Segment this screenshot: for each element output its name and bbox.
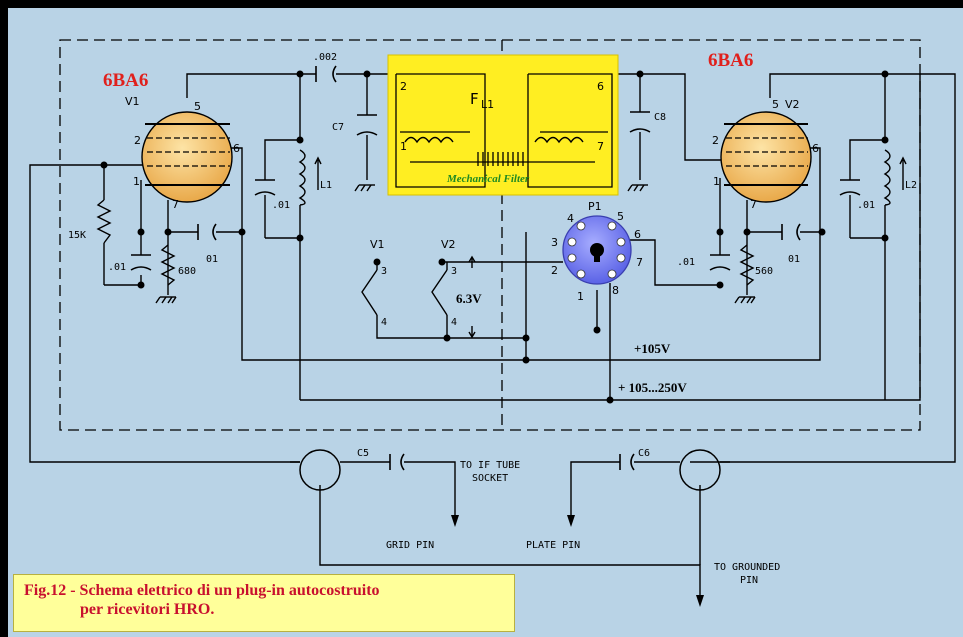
plug-pin-7: 7 <box>636 256 643 269</box>
v2-pin-6: 6 <box>812 142 819 155</box>
heater-v1-pin3: 3 <box>381 266 387 277</box>
note-pin: PIN <box>740 575 758 586</box>
cap-l2-label: .01 <box>857 200 875 211</box>
v1-pin-2: 2 <box>134 134 141 147</box>
ground-symbols <box>155 184 756 304</box>
res-680-label: 680 <box>178 266 196 277</box>
capacitor-symbols <box>130 65 861 471</box>
tube-v2-type: 6BA6 <box>708 50 753 71</box>
filter-pin-2: 2 <box>400 80 407 93</box>
v1-pin-6: 6 <box>233 142 240 155</box>
tube-v1-type: 6BA6 <box>103 70 148 91</box>
plug-pin-4: 4 <box>567 212 574 225</box>
filter-pin-1: 1 <box>400 140 407 153</box>
cap-l1-label: .01 <box>272 200 290 211</box>
coil-l1-label: L1 <box>320 180 332 191</box>
res-560-label: 560 <box>755 266 773 277</box>
cap-v2b-label: 01 <box>788 254 800 265</box>
v2-pin-5: 5 <box>772 98 779 111</box>
coil-symbols <box>298 149 907 206</box>
heater-v2-pin3: 3 <box>451 266 457 277</box>
heater-symbols <box>361 255 476 339</box>
filter-pin-6: 6 <box>597 80 604 93</box>
plug-pin-2: 2 <box>551 264 558 277</box>
tube-v2-ref: V2 <box>785 98 800 111</box>
junction-dots <box>100 70 889 404</box>
heater-v1-pin4: 4 <box>381 317 387 328</box>
resistor-symbols <box>96 199 755 286</box>
caption-line-1: Fig.12 - Schema elettrico di un plug-in … <box>24 582 380 599</box>
plug-p1 <box>562 215 632 285</box>
plug-pin-1: 1 <box>577 290 584 303</box>
filter-label: Mechanical Filter <box>446 173 530 185</box>
v2-pin-1: 1 <box>713 175 720 188</box>
coil-l2-label: L2 <box>905 180 917 191</box>
coax-connectors <box>290 449 730 491</box>
plug-pin-6: 6 <box>634 228 641 241</box>
v1-pin-7: 7 <box>172 198 179 211</box>
res-15k-label: 15K <box>68 230 86 241</box>
tube-v2 <box>720 111 812 203</box>
heater-voltage: 6.3V <box>456 291 482 306</box>
filter-ref-sub: L1 <box>481 98 494 111</box>
mechanical-filter <box>387 54 619 196</box>
cap-c5-label: C5 <box>357 448 369 459</box>
v2-pin-7: 7 <box>750 198 757 211</box>
caption-line-2: per ricevitori HRO. <box>80 601 215 618</box>
rail-105-250v: + 105...250V <box>618 380 687 395</box>
note-to-if: TO IF TUBE <box>460 460 520 471</box>
cap-002-label: .002 <box>313 52 337 63</box>
v1-pin-1: 1 <box>133 175 140 188</box>
tube-v1-ref: V1 <box>125 95 140 108</box>
note-plate-pin: PLATE PIN <box>526 540 580 551</box>
tube-v1 <box>141 111 233 203</box>
filter-pin-7: 7 <box>597 140 604 153</box>
v1-pin-5: 5 <box>194 100 201 113</box>
heater-v1-label: V1 <box>370 238 385 251</box>
cap-c6-label: C6 <box>638 448 650 459</box>
figure-caption: Fig.12 - Schema elettrico di un plug-in … <box>13 574 515 632</box>
note-socket: SOCKET <box>472 473 508 484</box>
cap-v2a-label: .01 <box>677 257 695 268</box>
cap-v1a-label: .01 <box>108 262 126 273</box>
filter-ref: F <box>470 90 479 108</box>
plug-ref: P1 <box>588 200 602 213</box>
cap-v1b-label: 01 <box>206 254 218 265</box>
cap-c8-label: C8 <box>654 112 666 123</box>
v2-pin-2: 2 <box>712 134 719 147</box>
plug-pin-3: 3 <box>551 236 558 249</box>
heater-v2-pin4: 4 <box>451 317 457 328</box>
pin-arrows <box>451 515 704 607</box>
rail-105v: +105V <box>634 341 671 356</box>
note-grid-pin: GRID PIN <box>386 540 434 551</box>
cap-c7-label: C7 <box>332 122 344 133</box>
heater-v2-label: V2 <box>441 238 456 251</box>
note-to-grounded: TO GROUNDED <box>714 562 780 573</box>
plug-pin-8: 8 <box>612 284 619 297</box>
plug-pin-5: 5 <box>617 210 624 223</box>
